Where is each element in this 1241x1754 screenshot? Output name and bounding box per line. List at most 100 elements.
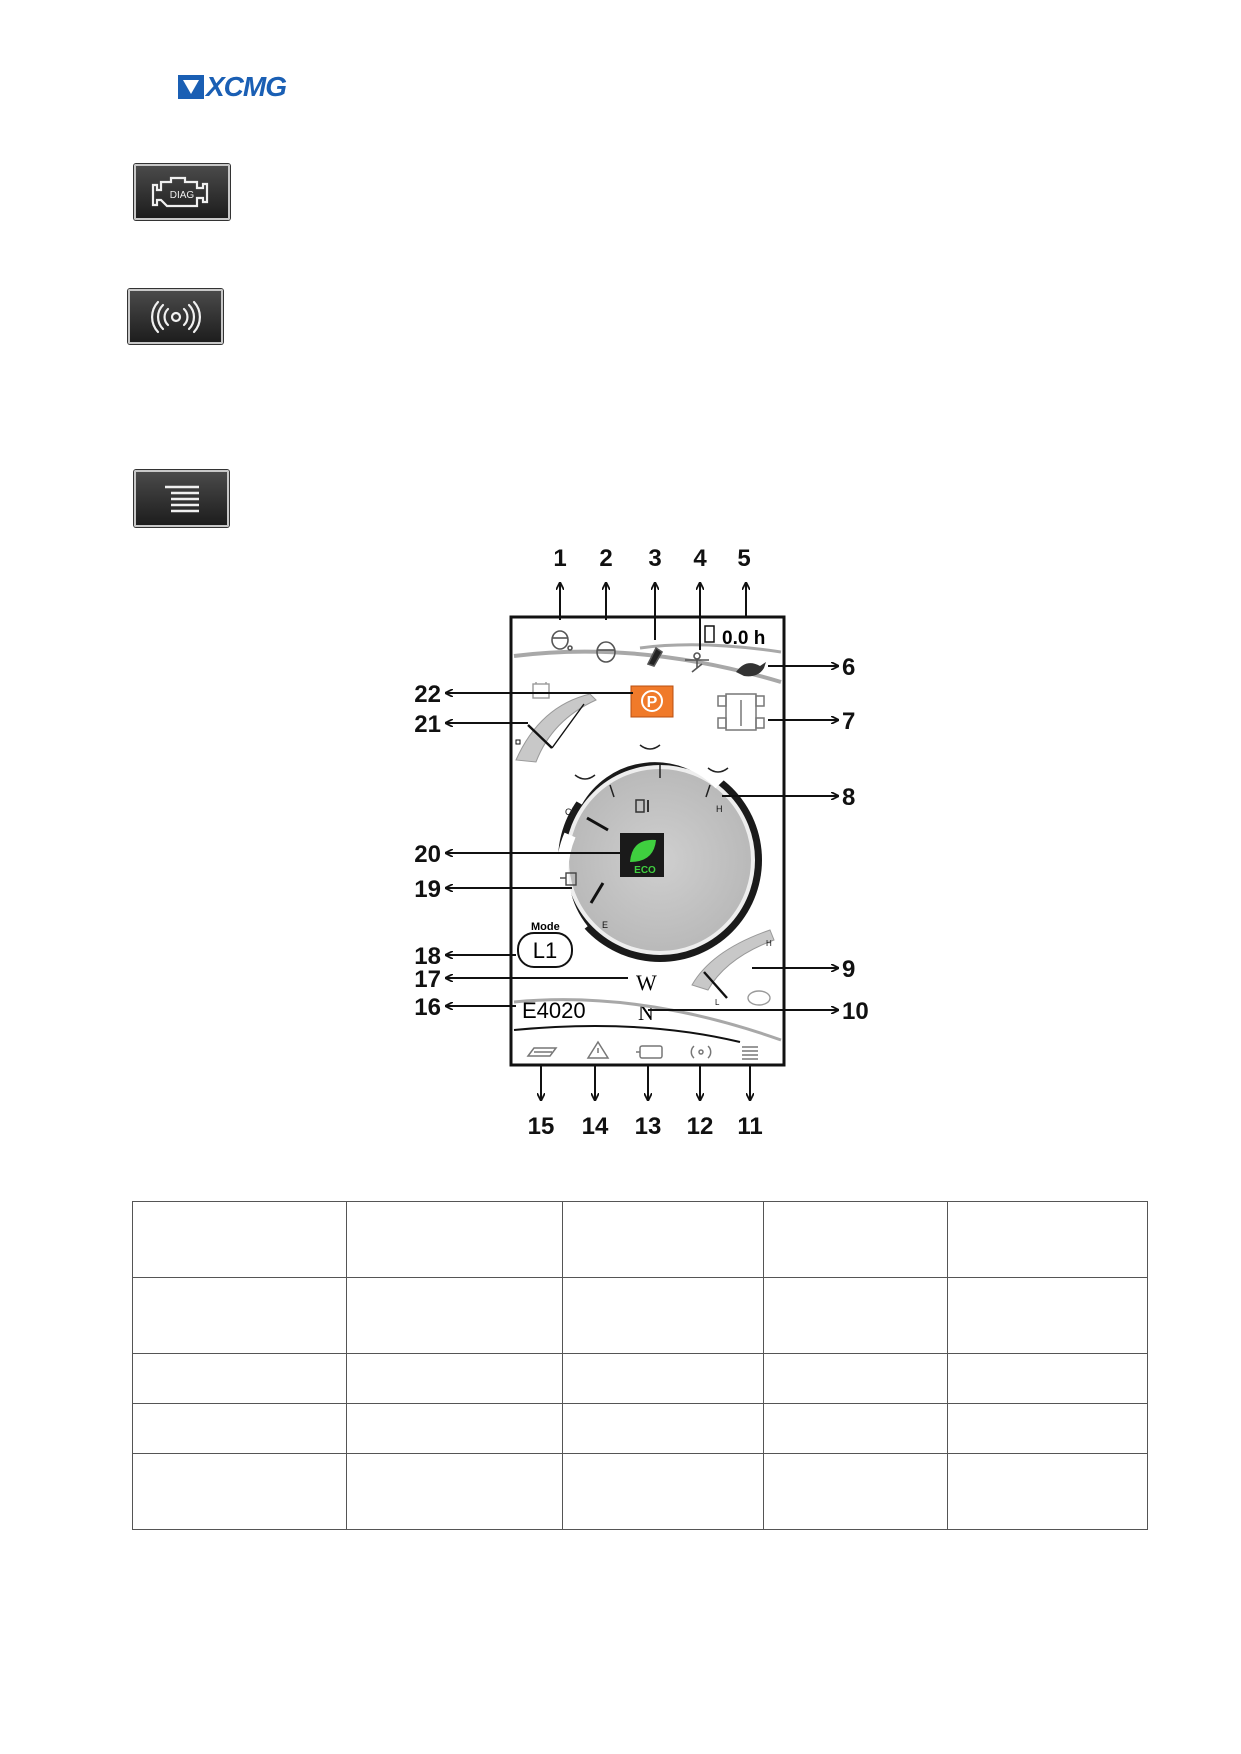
dashboard-diagram: 0.0 h P C H E ECO Mode L1 H L xyxy=(414,545,869,1140)
table-cell xyxy=(346,1201,563,1278)
table-cell xyxy=(562,1201,764,1278)
temp-cold-letter: C xyxy=(565,807,572,817)
brake-icon xyxy=(747,990,771,1006)
callout-16: 16 xyxy=(414,994,441,1021)
top-status-icons xyxy=(551,630,709,673)
mode-label: Mode xyxy=(531,921,560,933)
logo-text: XCMG xyxy=(206,71,287,102)
callout-15: 15 xyxy=(528,1113,555,1140)
eco-label: ECO xyxy=(634,865,656,876)
callout-12: 12 xyxy=(687,1113,714,1140)
temp-hot-letter: H xyxy=(716,804,723,814)
table-cell xyxy=(763,1277,948,1354)
mode-value: L1 xyxy=(533,938,557,963)
table-row xyxy=(132,1201,1148,1278)
turtle-icon xyxy=(736,662,766,677)
callout-7: 7 xyxy=(842,708,855,735)
mode-badge xyxy=(517,932,573,968)
table-row xyxy=(132,1277,1148,1354)
callout-arrows xyxy=(446,583,838,1100)
voltage-needle xyxy=(527,724,553,749)
fuel-arc xyxy=(556,832,588,934)
fuel-icon xyxy=(560,872,577,886)
fuel-needle xyxy=(589,882,605,904)
xcmg-logo: XCMG xyxy=(178,71,287,102)
callout-10: 10 xyxy=(842,998,869,1025)
menu-small-icon xyxy=(742,1046,758,1060)
engine-diag-small-icon xyxy=(636,1045,663,1059)
callout-20: 20 xyxy=(414,841,441,868)
broadcast-button[interactable] xyxy=(128,289,223,344)
table-cell xyxy=(346,1403,563,1454)
diag-label: DIAG xyxy=(170,190,195,201)
table-cell xyxy=(947,1277,1148,1354)
parking-label: P xyxy=(647,694,658,711)
callout-6: 6 xyxy=(842,654,855,681)
table-cell xyxy=(346,1277,563,1354)
engine-diag-icon: DIAG xyxy=(151,176,209,208)
callout-9: 9 xyxy=(842,956,855,983)
bottom-band xyxy=(513,998,782,1042)
temp-needle xyxy=(586,816,609,832)
table-cell xyxy=(132,1353,347,1404)
bottom-status-icons xyxy=(526,1040,758,1060)
table-cell xyxy=(947,1403,1148,1454)
callout-21: 21 xyxy=(414,711,441,738)
dial-top-arc xyxy=(566,744,729,805)
table-cell xyxy=(562,1353,764,1404)
table-cell xyxy=(763,1403,948,1454)
hour-meter: 0.0 h xyxy=(722,628,765,649)
table-cell xyxy=(947,1453,1148,1530)
fuel-empty-letter: E xyxy=(602,920,608,930)
table-cell xyxy=(132,1277,347,1354)
oil-pressure-needle xyxy=(703,971,728,999)
table-cell xyxy=(763,1453,948,1530)
table-row xyxy=(132,1453,1148,1530)
table-cell xyxy=(346,1453,563,1530)
callout-18: 18 xyxy=(414,943,441,970)
table-cell xyxy=(562,1453,764,1530)
empty-table xyxy=(132,1201,1148,1530)
return-icon xyxy=(526,1047,558,1057)
hydraulic-icon xyxy=(646,646,664,667)
table-cell xyxy=(346,1353,563,1404)
table-cell xyxy=(947,1353,1148,1404)
battery-icon xyxy=(532,682,550,699)
callout-5: 5 xyxy=(737,545,750,572)
error-code: E4020 xyxy=(522,998,586,1023)
air-filter-icon xyxy=(596,641,616,663)
table-cell xyxy=(562,1403,764,1454)
callout-22: 22 xyxy=(414,681,441,708)
gauge-low-letter: L xyxy=(715,998,720,1007)
table-cell xyxy=(763,1353,948,1404)
menu-lines-icon xyxy=(164,485,199,512)
table-cell xyxy=(947,1201,1148,1278)
table-cell xyxy=(562,1277,764,1354)
menu-button[interactable] xyxy=(134,470,229,527)
diag-button[interactable]: DIAG xyxy=(134,164,230,220)
wireless-signal-icon xyxy=(150,300,201,333)
oil-pressure-gauge xyxy=(691,929,775,991)
callout-19: 19 xyxy=(414,876,441,903)
coolant-temp-icon xyxy=(635,799,649,813)
table-row xyxy=(132,1353,1148,1404)
callout-4: 4 xyxy=(693,545,707,572)
table-cell xyxy=(132,1453,347,1530)
callout-11: 11 xyxy=(737,1113,762,1140)
callout-1: 1 xyxy=(553,545,566,572)
table-row xyxy=(132,1403,1148,1454)
drive-mode-icon xyxy=(717,693,765,731)
table-cell xyxy=(132,1201,347,1278)
table-cell xyxy=(132,1403,347,1454)
callout-8: 8 xyxy=(842,784,855,811)
gauge-high-letter: H xyxy=(766,939,772,948)
callout-3: 3 xyxy=(648,545,661,572)
oil-filter-icon xyxy=(551,630,573,651)
gear-w: W xyxy=(636,970,657,995)
callout-14: 14 xyxy=(582,1113,609,1140)
xcmg-logo-mark xyxy=(178,75,204,99)
eco-leaf-icon xyxy=(630,839,656,862)
callout-2: 2 xyxy=(599,545,612,572)
warning-icon xyxy=(586,1040,610,1059)
wireless-small-icon xyxy=(690,1045,712,1059)
